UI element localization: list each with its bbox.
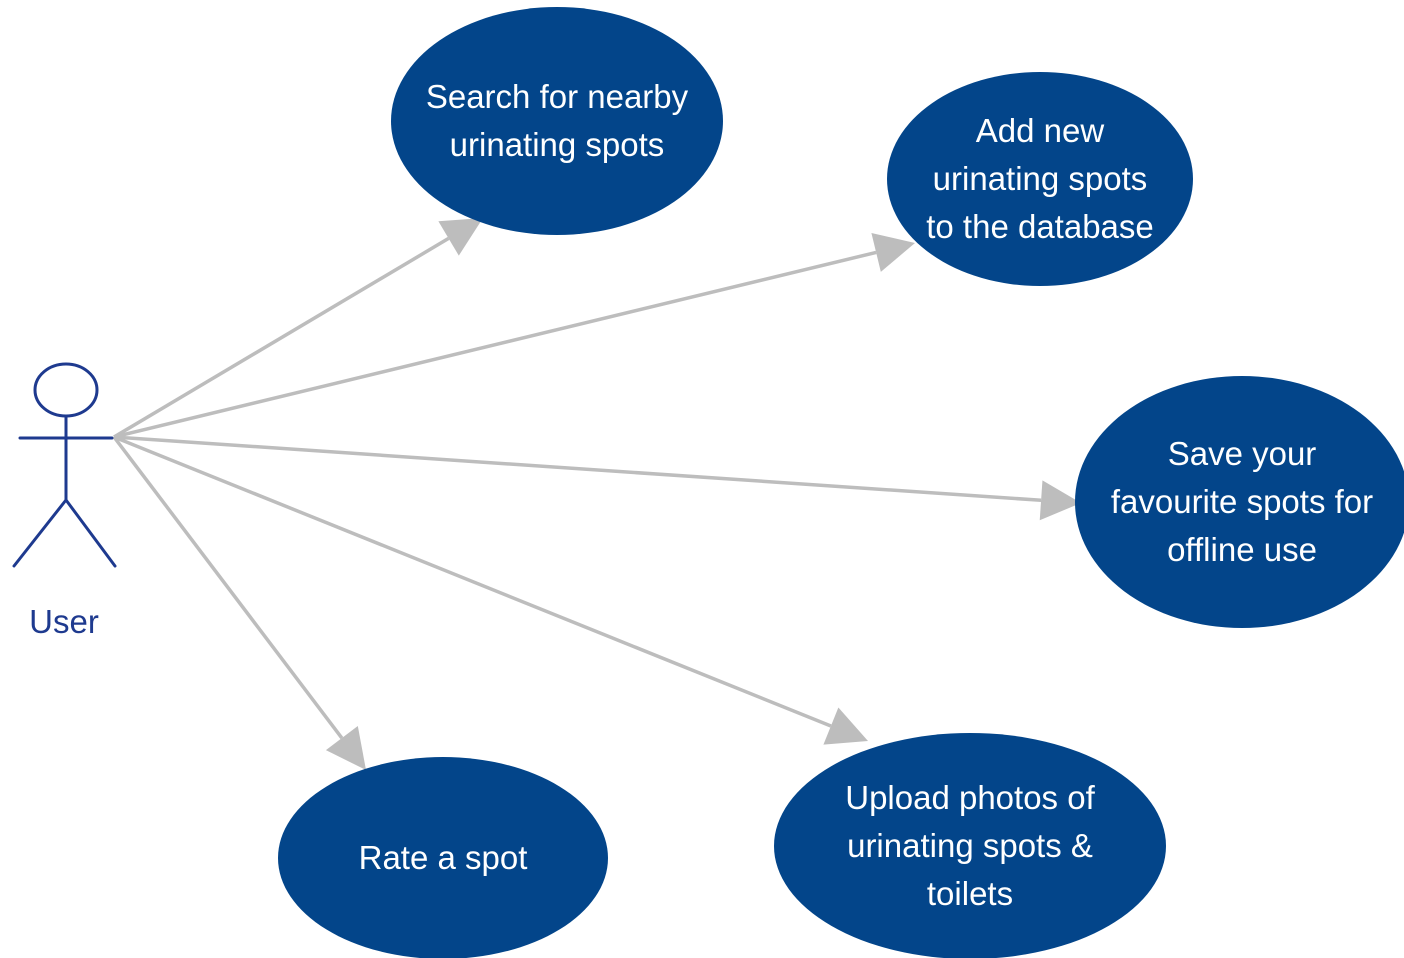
use-case-label-line: Search for nearby [426, 78, 689, 115]
use-case-label-line: offline use [1167, 531, 1317, 568]
association-arrow-upload [113, 435, 868, 745]
use-case-label-line: favourite spots for [1111, 483, 1373, 520]
actor-right-leg [64, 498, 117, 568]
use-case-ellipse [1075, 376, 1404, 628]
use-case-ellipse [774, 733, 1166, 958]
arrowhead [325, 726, 366, 770]
association-arrow-search [113, 218, 483, 439]
actor-label: User [29, 603, 99, 640]
actor-user: User [12, 362, 117, 640]
use-case-ellipse [391, 7, 723, 235]
association-arrow-add [113, 232, 915, 439]
use-case-save: Save your favourite spots for offline use [1075, 376, 1404, 628]
arrowhead [1039, 480, 1081, 521]
use-case-label-line: Save your [1168, 435, 1317, 472]
arrow-line [113, 236, 450, 439]
use-case-ellipse [887, 72, 1193, 286]
arrow-line [113, 435, 1042, 503]
arrowhead [438, 218, 483, 256]
use-case-search: Search for nearby urinating spots [391, 7, 723, 235]
association-arrow-rate [112, 435, 366, 770]
use-case-label-line: Upload photos of [845, 779, 1095, 816]
use-case-label-line: urinating spots [933, 160, 1148, 197]
use-case-ellipse [278, 757, 608, 958]
stick-figure-icon [12, 362, 117, 568]
use-case-label-line: urinating spots [450, 126, 665, 163]
use-cases: Search for nearby urinating spots Add new u… [278, 7, 1404, 958]
actor-left-leg [12, 498, 68, 568]
association-arrow-save [113, 435, 1081, 521]
use-case-label-line: to the database [926, 208, 1154, 245]
arrowhead [871, 232, 915, 272]
association-arrows [112, 218, 1081, 770]
actor-head [33, 362, 99, 418]
arrow-line [112, 435, 344, 740]
use-case-label-line: urinating spots & [847, 827, 1093, 864]
use-case-label-line: Rate a spot [359, 839, 528, 876]
use-case-upload: Upload photos of urinating spots & toilets [774, 733, 1166, 958]
use-case-label-line: toilets [927, 875, 1013, 912]
use-case-label-line: Add new [976, 112, 1105, 149]
use-case-add: Add new urinating spots to the database [887, 72, 1193, 286]
use-case-rate: Rate a spot [278, 757, 608, 958]
arrow-line [113, 435, 832, 728]
arrow-line [113, 250, 877, 439]
arrowhead [823, 707, 868, 745]
